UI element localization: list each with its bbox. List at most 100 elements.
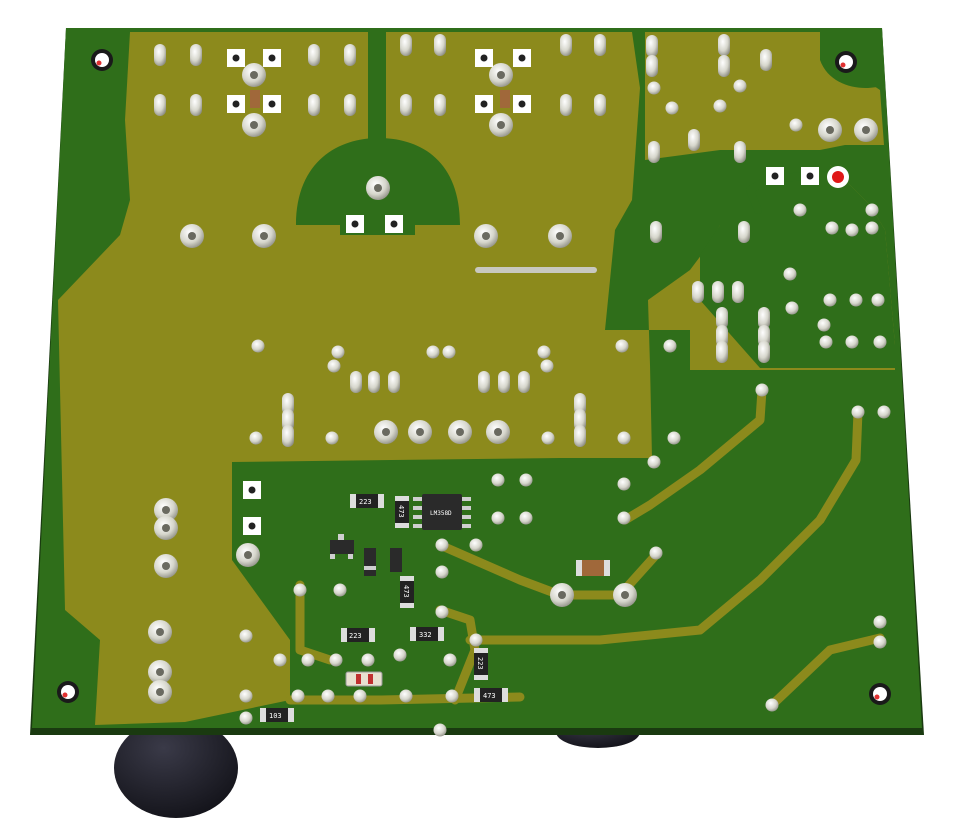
smd-cap-c8-label: 103 — [269, 712, 282, 720]
oval-pad — [308, 44, 320, 66]
oval-pad — [712, 281, 724, 303]
small-pad — [765, 698, 779, 712]
small-pad — [825, 221, 839, 235]
oval-pad — [692, 281, 704, 303]
large-pad-hole — [162, 506, 170, 514]
small-pad — [435, 538, 449, 552]
bulk-capacitor-left — [114, 718, 238, 818]
smd-cap-c3-label: 473 — [402, 585, 410, 598]
smd-cap-c4-label: 223 — [349, 632, 362, 640]
copper-pour-main — [58, 32, 895, 725]
square-pad-hole — [518, 54, 526, 62]
square-pad-hole — [248, 486, 256, 494]
large-pad-hole — [482, 232, 490, 240]
ic-u1: LM358D — [413, 494, 471, 530]
small-pad — [251, 339, 265, 353]
oval-pad — [758, 341, 770, 363]
large-pad-hole — [250, 71, 258, 79]
oval-pad — [732, 281, 744, 303]
oval-pad — [282, 425, 294, 447]
small-pad — [789, 118, 803, 132]
oval-pads — [154, 34, 772, 447]
oval-pad — [344, 44, 356, 66]
small-pad — [445, 689, 459, 703]
small-pad — [873, 615, 887, 629]
small-pad — [361, 653, 375, 667]
small-pad — [823, 293, 837, 307]
oval-pad — [190, 94, 202, 116]
smd-resistor-top-left — [250, 90, 260, 108]
small-pad — [755, 383, 769, 397]
large-pad-hole — [156, 628, 164, 636]
square-pad-hole — [232, 100, 240, 108]
smd-cap-c2: 473 — [395, 496, 409, 528]
oval-pad — [282, 393, 294, 415]
large-through-hole-pads — [148, 63, 878, 704]
smd-transistor-q1 — [330, 534, 354, 559]
smd-diode-d2 — [390, 548, 402, 572]
small-pad — [865, 203, 879, 217]
smd-cap-c6-label: 223 — [476, 657, 484, 670]
smd-resistor-r2 — [576, 560, 610, 576]
mounting-hole-br — [869, 683, 891, 705]
oval-pad — [718, 34, 730, 56]
oval-pad — [594, 94, 606, 116]
oval-pad — [650, 221, 662, 243]
smd-cap-c8: 103 — [260, 708, 294, 722]
small-pad — [785, 301, 799, 315]
small-pad — [469, 538, 483, 552]
square-pad-hole — [232, 54, 240, 62]
oval-pad — [574, 425, 586, 447]
small-pad — [321, 689, 335, 703]
small-pad — [663, 339, 677, 353]
small-pad — [871, 293, 885, 307]
square-pad-hole — [806, 172, 814, 180]
small-pad — [865, 221, 879, 235]
oval-pad — [716, 307, 728, 329]
small-pad — [541, 431, 555, 445]
small-pad — [617, 477, 631, 491]
small-pad — [435, 565, 449, 579]
smd-cap-c1: 223 — [350, 494, 384, 508]
small-pad — [615, 339, 629, 353]
mounting-hole-tl — [91, 49, 113, 71]
small-pad — [873, 335, 887, 349]
oval-pad — [594, 34, 606, 56]
smd-cap-c7-label: 473 — [483, 692, 496, 700]
small-pad — [793, 203, 807, 217]
small-pad — [327, 359, 341, 373]
large-pad-hole — [162, 524, 170, 532]
small-pad — [819, 335, 833, 349]
small-pad — [873, 635, 887, 649]
oval-pad — [400, 34, 412, 56]
small-pad — [817, 318, 831, 332]
oval-pad — [738, 221, 750, 243]
oval-pad — [758, 325, 770, 347]
large-pad-hole — [382, 428, 390, 436]
led-pad — [827, 166, 849, 188]
square-pad-hole — [268, 100, 276, 108]
large-pad-hole — [156, 688, 164, 696]
small-pad — [443, 653, 457, 667]
large-pad-hole — [494, 428, 502, 436]
small-pad — [239, 711, 253, 725]
oval-pad — [190, 44, 202, 66]
small-pad — [393, 648, 407, 662]
oval-pad — [498, 371, 510, 393]
large-pad-hole — [558, 591, 566, 599]
small-pad — [442, 345, 456, 359]
small-pad — [519, 473, 533, 487]
small-pad — [301, 653, 315, 667]
large-pad-hole — [374, 184, 382, 192]
large-pad-hole — [621, 591, 629, 599]
small-pad — [426, 345, 440, 359]
oval-pad — [574, 409, 586, 431]
large-pad-hole — [250, 121, 258, 129]
oval-pad — [716, 341, 728, 363]
small-pad — [877, 405, 891, 419]
small-pad — [647, 81, 661, 95]
small-pad — [647, 455, 661, 469]
large-pad-hole — [556, 232, 564, 240]
small-pad — [851, 405, 865, 419]
small-pad — [291, 689, 305, 703]
